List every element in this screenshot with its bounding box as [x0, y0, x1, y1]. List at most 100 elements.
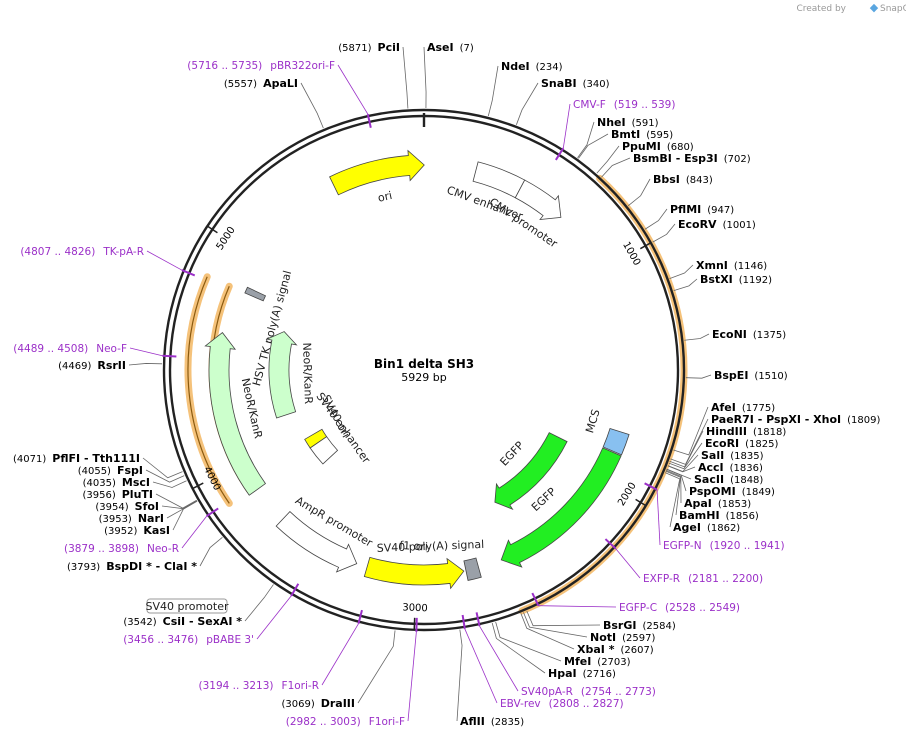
site-leader-35	[172, 500, 198, 531]
site-name-12[interactable]: BstXI	[700, 273, 733, 286]
site-name-8[interactable]: BbsI	[653, 173, 680, 186]
site-leader-9	[644, 208, 668, 230]
site-name-17[interactable]: HindIII	[706, 425, 747, 438]
feature-arrow-f1-ori	[363, 556, 465, 590]
site-name-38[interactable]: PluTI	[122, 488, 153, 501]
site-pos-22: (1849)	[742, 487, 775, 498]
site-name-6[interactable]: PpuMI	[622, 140, 661, 153]
site-pos-27: (2597)	[622, 633, 655, 644]
site-name-26[interactable]: BsrGI	[603, 619, 636, 632]
site-name-1[interactable]: AseI	[427, 41, 454, 54]
site-pos-39: (4035)	[83, 478, 116, 489]
site-pos-42: (4469)	[58, 361, 91, 372]
site-name-0[interactable]: PciI	[378, 41, 400, 54]
site-name-24[interactable]: BamHI	[679, 509, 720, 522]
site-name-3[interactable]: SnaBI	[541, 77, 577, 90]
backbone-circle	[162, 108, 686, 632]
site-name-32[interactable]: DraIII	[321, 697, 355, 710]
site-leader-0	[402, 46, 409, 109]
primer-range-2: (4807 .. 4826)	[20, 246, 95, 258]
site-leader-42	[128, 363, 163, 366]
site-name-40[interactable]: FspI	[117, 464, 143, 477]
site-pos-14: (1510)	[754, 371, 787, 382]
tick-label-4000: 4000	[201, 465, 222, 493]
site-name-43[interactable]: ApaLI	[263, 77, 298, 90]
feature-label-mcs: MCS	[583, 408, 602, 435]
site-name-16[interactable]: PaeR7I - PspXI - XhoI	[711, 413, 841, 426]
site-name-10[interactable]: EcoRV	[678, 218, 717, 231]
site-leader-11	[669, 264, 694, 279]
primer-name-12[interactable]: EGFP-N	[663, 540, 702, 552]
site-name-29[interactable]: MfeI	[564, 655, 591, 668]
site-name-34[interactable]: BspDI * - ClaI *	[106, 560, 197, 573]
site-pos-12: (1192)	[739, 275, 772, 286]
site-name-7[interactable]: BsmBI - Esp3I	[633, 152, 718, 165]
primer-range-8: (2808 .. 2827)	[549, 698, 624, 710]
primer-name-9[interactable]: SV40pA-R	[521, 686, 573, 698]
site-name-28[interactable]: XbaI *	[577, 643, 615, 656]
site-name-18[interactable]: EcoRI	[705, 437, 739, 450]
site-name-27[interactable]: NotI	[590, 631, 616, 644]
site-leader-26	[526, 610, 601, 627]
site-pos-11: (1146)	[734, 261, 767, 272]
site-name-42[interactable]: RsrII	[97, 359, 126, 372]
primer-name-6[interactable]: F1ori-R	[282, 680, 319, 692]
site-name-14[interactable]: BspEI	[714, 369, 748, 382]
site-leader-10	[652, 223, 676, 243]
primer-range-10: (2528 .. 2549)	[665, 602, 740, 614]
feature-label-ori: ori	[377, 189, 394, 205]
primer-leader-7	[407, 631, 417, 722]
site-leader-13	[684, 333, 710, 341]
site-name-35[interactable]: KasI	[143, 524, 170, 537]
primer-name-4[interactable]: Neo-R	[147, 543, 179, 555]
site-leader-34	[199, 537, 223, 567]
site-leader-20	[667, 465, 696, 473]
primer-name-5[interactable]: pBABE 3'	[206, 634, 254, 646]
site-name-33[interactable]: CsiI - SexAI *	[163, 615, 243, 628]
site-name-31[interactable]: AflII	[460, 715, 485, 728]
site-name-23[interactable]: ApaI	[684, 497, 712, 510]
site-name-41[interactable]: PflFI - Tth111I	[52, 452, 140, 465]
tick-label-3000: 3000	[402, 602, 428, 614]
site-name-19[interactable]: SalI	[701, 449, 724, 462]
primer-range-1: (519 .. 539)	[614, 99, 676, 111]
site-name-13[interactable]: EcoNI	[712, 328, 747, 341]
site-name-4[interactable]: NheI	[597, 116, 626, 129]
site-name-5[interactable]: BmtI	[611, 128, 640, 141]
primer-name-10[interactable]: EGFP-C	[619, 602, 657, 614]
site-name-15[interactable]: AfeI	[711, 401, 736, 414]
site-name-22[interactable]: PspOMI	[689, 485, 736, 498]
site-leader-8	[627, 178, 651, 207]
tick-label-5000: 5000	[215, 225, 238, 252]
primer-name-2[interactable]: TK-pA-R	[102, 246, 144, 258]
site-name-37[interactable]: SfoI	[135, 500, 159, 513]
site-name-36[interactable]: NarI	[138, 512, 164, 525]
primer-mark-5	[290, 583, 300, 597]
site-pos-32: (3069)	[281, 699, 314, 710]
site-leader-28	[520, 613, 575, 650]
primer-mark-12	[644, 482, 658, 491]
site-pos-34: (3793)	[67, 562, 100, 573]
primer-name-8[interactable]: EBV-rev	[500, 698, 541, 710]
site-pos-25: (1862)	[707, 523, 740, 534]
primer-leader-10	[538, 605, 617, 608]
primer-name-3[interactable]: Neo-F	[96, 343, 127, 355]
site-name-20[interactable]: AccI	[698, 461, 724, 474]
site-name-39[interactable]: MscI	[122, 476, 150, 489]
site-name-30[interactable]: HpaI	[548, 667, 577, 680]
primer-name-1[interactable]: CMV-F	[573, 99, 606, 111]
site-name-9[interactable]: PflMI	[670, 203, 701, 216]
primer-name-7[interactable]: F1ori-F	[369, 716, 405, 728]
site-leader-18	[668, 442, 703, 470]
site-name-11[interactable]: XmnI	[696, 259, 728, 272]
primer-name-11[interactable]: EXFP-R	[643, 573, 680, 585]
site-name-2[interactable]: NdeI	[501, 60, 530, 73]
primer-range-0: (5716 .. 5735)	[187, 60, 262, 72]
site-leader-5	[578, 133, 609, 159]
site-name-21[interactable]: SacII	[694, 473, 724, 486]
primer-name-0[interactable]: pBR322ori-F	[270, 60, 335, 72]
primer-leader-8	[464, 628, 498, 704]
plasmid-name: Bin1 delta SH3	[374, 357, 474, 371]
site-name-25[interactable]: AgeI	[673, 521, 701, 534]
site-pos-19: (1835)	[730, 451, 763, 462]
